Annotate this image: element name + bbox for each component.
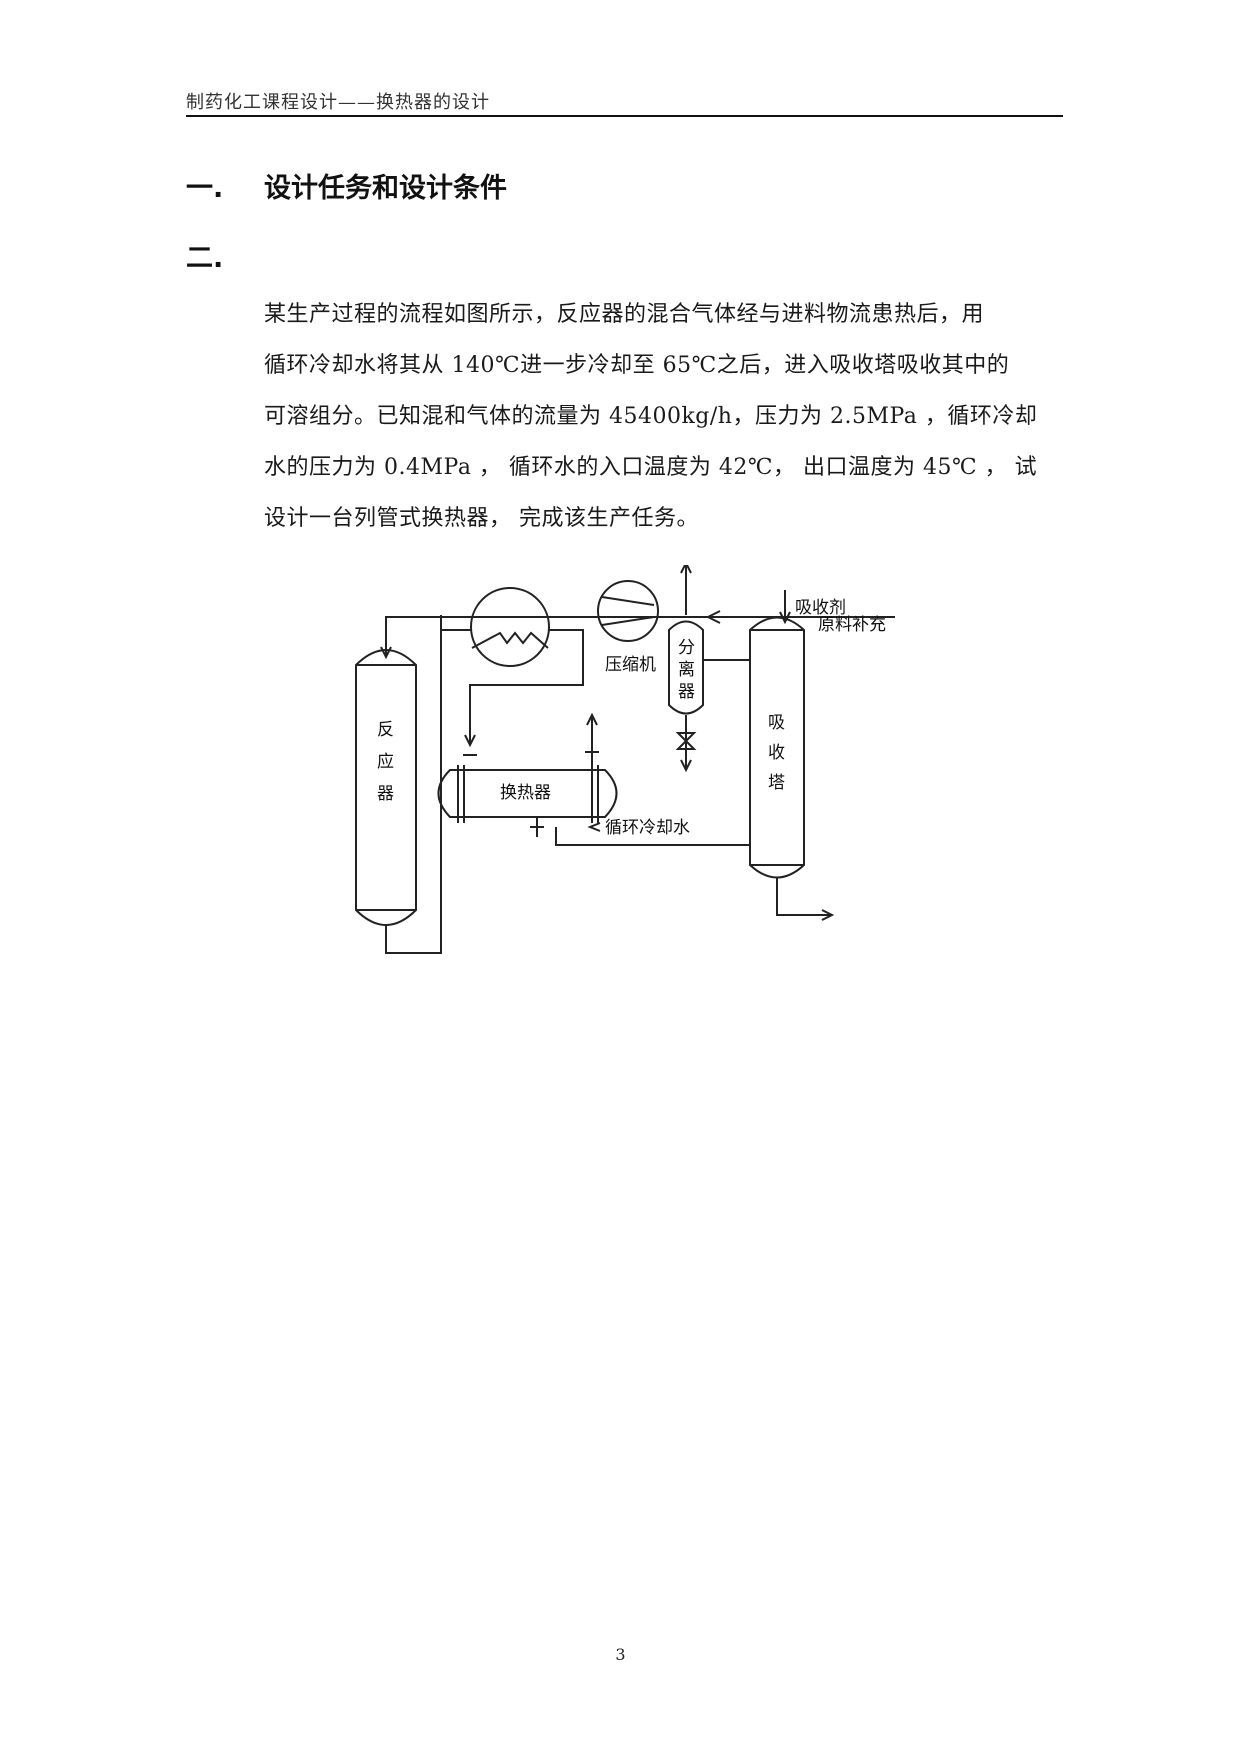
feed-makeup-arrow xyxy=(705,610,721,624)
interchanger-coil xyxy=(471,631,549,649)
paragraph-line: 某生产过程的流程如图所示，反应器的混合气体经与进料物流患热后，用 xyxy=(264,302,985,327)
label-absorber-char: 收 xyxy=(768,743,785,763)
separator-drain-arrow xyxy=(680,759,692,773)
label-reactor-char: 应 xyxy=(377,752,394,772)
label-separator-char: 分 xyxy=(678,638,695,658)
separator-valve xyxy=(675,732,697,750)
cooling-water-arrow xyxy=(587,822,601,832)
label-feed-makeup: 原料补充 xyxy=(818,615,886,635)
interchanger-outlet-pipe xyxy=(469,629,584,743)
page-number: 3 xyxy=(615,1645,626,1664)
paragraph-line: 设计一台列管式换热器， 完成该生产任务。 xyxy=(264,506,699,531)
running-header: 制药化工课程设计——换热器的设计 xyxy=(186,92,490,113)
section-heading-2: 二. xyxy=(186,236,264,275)
process-flow-diagram: 原料补充 压缩机 吸收剂 分 离 器 反 应 器 吸 收 塔 换热器 循环冷却水 xyxy=(340,565,940,1075)
section-number-2: 二. xyxy=(186,243,224,274)
paragraph-line: 可溶组分。已知混和气体的流量为 45400kg/h，压力为 2.5MPa ，循环… xyxy=(264,404,1038,429)
label-separator-char: 器 xyxy=(678,682,695,702)
top-feed-pipe xyxy=(385,616,895,655)
label-absorbent: 吸收剂 xyxy=(795,598,846,618)
label-heat-exchanger: 换热器 xyxy=(500,783,551,803)
label-reactor-char: 器 xyxy=(377,784,394,804)
paragraph-line: 循环冷却水将其从 140℃进一步冷却至 65℃之后，进入吸收塔吸收其中的 xyxy=(264,353,1010,378)
compressor-symbol xyxy=(601,596,655,626)
label-absorber-char: 塔 xyxy=(768,773,785,793)
cooling-water-nozzle xyxy=(530,817,544,837)
hx-tubesheet-right xyxy=(591,765,599,823)
absorbent-arrow xyxy=(779,611,791,625)
absorber-bottom-pipe xyxy=(776,877,830,916)
hx-vent-arrow xyxy=(586,712,598,726)
heat-exchanger-shell xyxy=(437,769,618,818)
label-cooling-water: 循环冷却水 xyxy=(605,818,690,838)
label-compressor: 压缩机 xyxy=(605,655,656,675)
compressor xyxy=(597,580,659,642)
absorber-outlet-arrow xyxy=(821,909,835,921)
hx-tubesheet-left xyxy=(457,765,465,823)
process-flow-svg: 原料补充 压缩机 吸收剂 分 离 器 反 应 器 吸 收 塔 换热器 循环冷却水 xyxy=(355,565,895,954)
section-title-1: 设计任务和设计条件 xyxy=(264,173,507,204)
label-reactor-char: 反 xyxy=(377,720,394,740)
separator-vessel xyxy=(668,620,704,715)
header-divider xyxy=(186,115,1063,117)
feed-effluent-interchanger xyxy=(470,587,550,667)
task-description: 某生产过程的流程如图所示，反应器的混合气体经与进料物流患热后，用 循环冷却水将其… xyxy=(264,289,1064,544)
label-absorber-char: 吸 xyxy=(768,713,785,733)
separator-top-arrow xyxy=(680,565,692,574)
paragraph-line: 水的压力为 0.4MPa ， 循环水的入口温度为 42℃， 出口温度为 45℃ … xyxy=(264,455,1038,480)
section-heading-1: 一. 设计任务和设计条件 xyxy=(186,166,507,205)
section-number-1: 一. xyxy=(186,173,224,204)
hx-inlet-arrow xyxy=(464,734,476,748)
label-separator-char: 离 xyxy=(678,660,695,680)
